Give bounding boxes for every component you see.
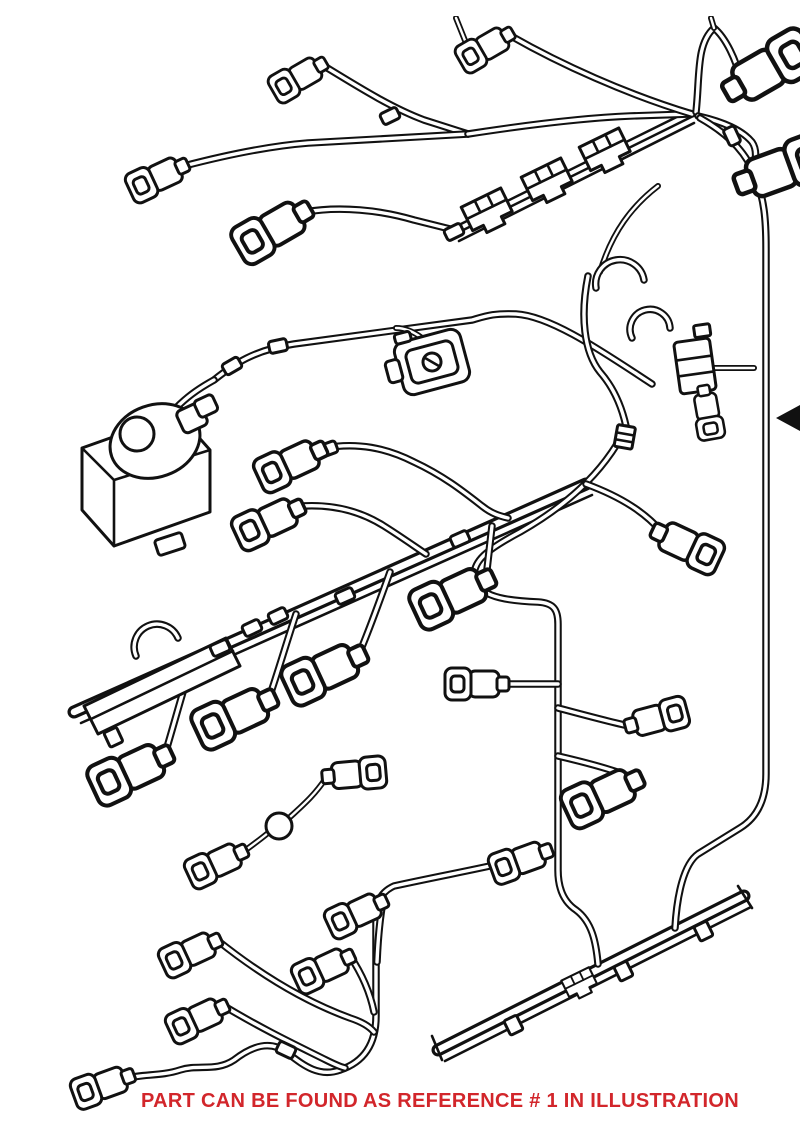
harness-line-art bbox=[66, 18, 800, 1113]
reference-number: 1 bbox=[798, 380, 800, 448]
left-arrow-icon bbox=[776, 405, 800, 431]
caption-text: PART CAN BE FOUND AS REFERENCE # 1 IN IL… bbox=[141, 1090, 739, 1112]
solenoid-component bbox=[80, 393, 220, 557]
sensor-connector bbox=[383, 327, 472, 397]
ball-grommet bbox=[264, 811, 294, 841]
parts-illustration: 1 PART CAN BE FOUND AS REFERENCE # 1 IN … bbox=[40, 16, 800, 1122]
wiring-harness-drawing bbox=[66, 16, 800, 1113]
bracket-box bbox=[672, 322, 718, 396]
